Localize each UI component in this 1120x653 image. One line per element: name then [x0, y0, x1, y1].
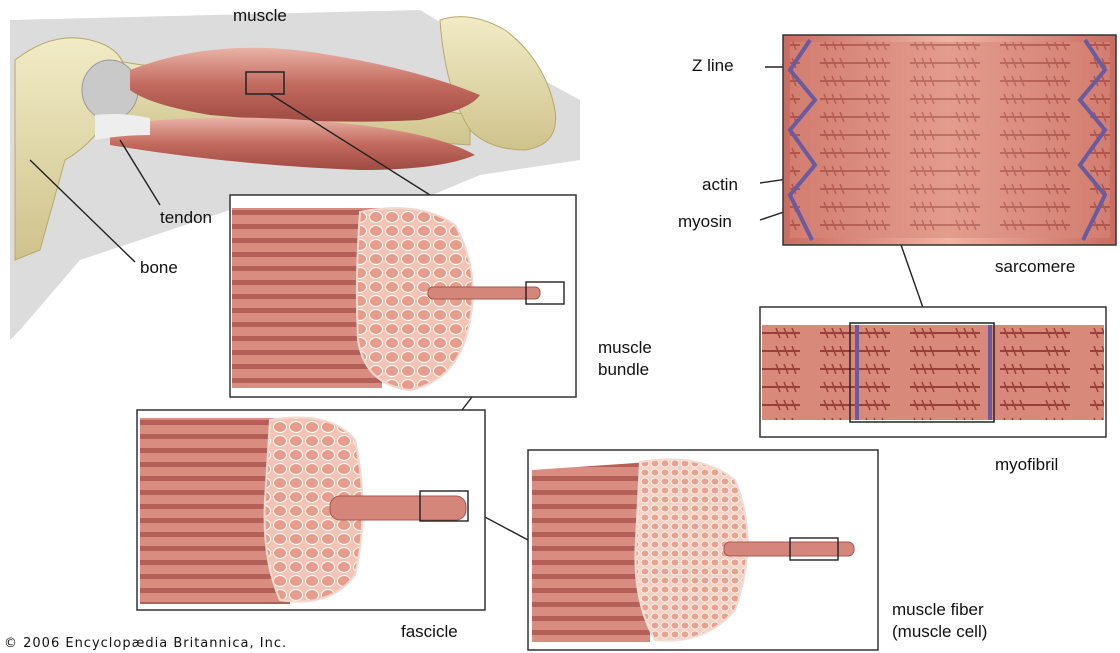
- label-muscle-bundle-line1: muscle: [598, 338, 652, 358]
- muscle-fiber-strand: [330, 496, 466, 520]
- label-tendon: tendon: [160, 208, 212, 228]
- copyright-notice: © 2006 Encyclopædia Britannica, Inc.: [4, 636, 287, 651]
- sarcomere-panel: [783, 35, 1116, 245]
- label-sarcomere: sarcomere: [995, 257, 1075, 277]
- label-actin: actin: [702, 175, 738, 195]
- fascicle-panel: [137, 410, 485, 610]
- muscle-fiber-body: [532, 462, 650, 642]
- joint-capsule: [82, 60, 138, 120]
- sarcomere-filaments: [790, 42, 1110, 238]
- label-z-line: Z line: [692, 56, 734, 76]
- myofibril-strand: [724, 542, 854, 556]
- label-muscle: muscle: [233, 6, 287, 26]
- label-myofibril: myofibril: [995, 455, 1058, 475]
- fascicle-strand: [428, 287, 540, 299]
- myofibril-panel: [760, 307, 1106, 437]
- myofibril-bands: [762, 325, 1104, 420]
- label-bone: bone: [140, 258, 178, 278]
- label-myosin: myosin: [678, 212, 732, 232]
- label-muscle-fiber-line2: (muscle cell): [892, 622, 987, 642]
- label-fascicle: fascicle: [401, 622, 458, 642]
- muscle-fiber-panel: [528, 450, 878, 650]
- label-muscle-bundle-line2: bundle: [598, 360, 649, 380]
- label-muscle-fiber-line1: muscle fiber: [892, 600, 984, 620]
- muscle-bundle-panel: [230, 195, 576, 397]
